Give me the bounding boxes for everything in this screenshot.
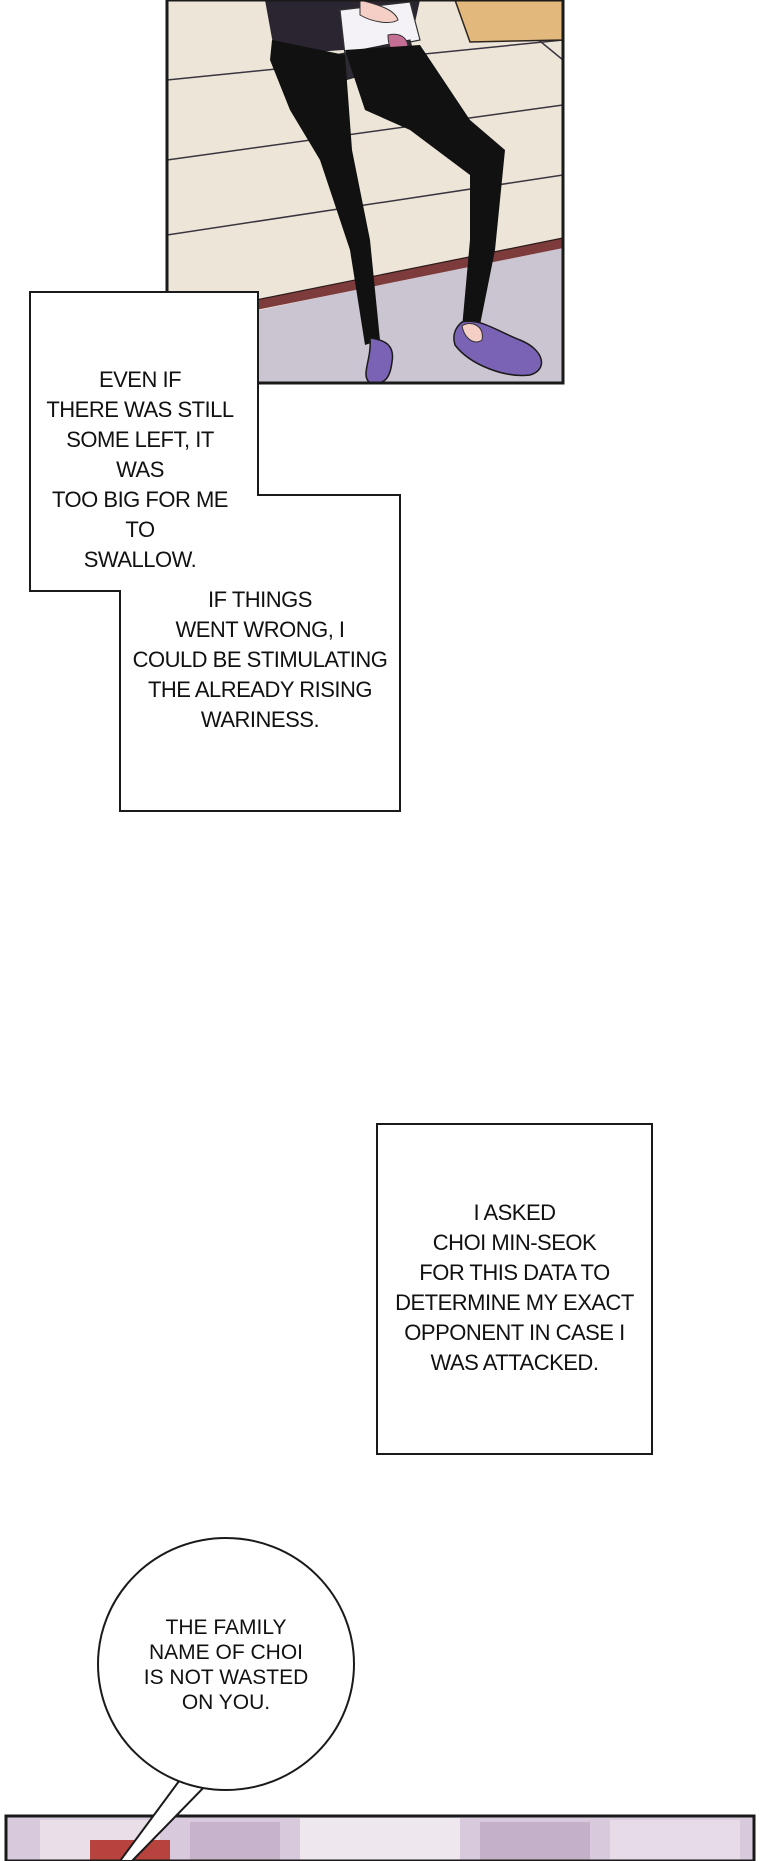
left-leg bbox=[270, 40, 380, 345]
hand bbox=[359, 0, 399, 23]
bubble-1-text: THE FAMILY NAME OF CHOI IS NOT WASTED ON… bbox=[143, 1616, 309, 1714]
caption-2-text: IF THINGS WENT WRONG, I COULD BE STIMULA… bbox=[132, 587, 388, 732]
caption-box-3 bbox=[376, 1123, 653, 1455]
caption-border-bottom-left bbox=[29, 590, 121, 592]
bubble-shape bbox=[97, 1537, 355, 1791]
right-leg bbox=[345, 45, 505, 328]
left-shoe bbox=[365, 337, 394, 383]
speech-bubble-1 bbox=[97, 1537, 355, 1861]
caption-1-text: EVEN IF THERE WAS STILL SOME LEFT, IT WA… bbox=[46, 367, 234, 572]
caption-3-text: I ASKED CHOI MIN-SEOK FOR THIS DATA TO D… bbox=[395, 1200, 634, 1375]
bottom-panel bbox=[4, 1814, 756, 1861]
bottom-panel-border bbox=[4, 1814, 756, 1861]
bag bbox=[454, 0, 563, 43]
caption-border-step bbox=[257, 494, 401, 496]
caption-joint-2 bbox=[121, 496, 399, 590]
top-panel-border bbox=[165, 0, 565, 385]
caption-border-right-top bbox=[257, 291, 259, 496]
